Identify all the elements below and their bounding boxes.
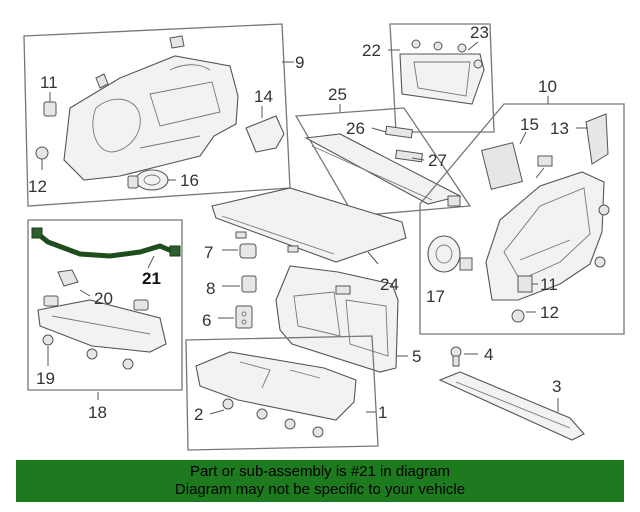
callout-20: 20 [94,289,113,308]
callout-5: 5 [412,347,421,366]
callout-26: 26 [346,119,365,138]
callout-13: 13 [550,119,569,138]
group-9-quarter-trim [23,23,294,207]
info-banner: Part or sub-assembly is #21 in diagram D… [16,460,624,502]
callout-14: 14 [254,87,273,106]
group-1-cushion [185,335,379,451]
callout-10: 10 [538,77,557,96]
callout-19: 19 [36,369,55,388]
callout-12-left: 12 [28,177,47,196]
callout-24: 24 [380,275,399,294]
callout-4: 4 [484,345,493,364]
callout-7: 7 [204,243,213,262]
part-3-crossmember [438,346,585,441]
callout-18: 18 [88,403,107,422]
callout-3: 3 [552,377,561,396]
callout-8: 8 [206,279,215,298]
callout-27: 27 [428,151,447,170]
group-25-cover [294,104,472,217]
callout-6: 6 [202,311,211,330]
callout-25: 25 [328,85,347,104]
callout-21: 21 [142,269,161,288]
callout-12-right: 12 [540,303,559,322]
group-18-box [27,219,183,400]
part-21-connector-right [169,245,181,257]
group-22-23-trim [388,23,495,133]
parts-diagram: 9 11 12 14 16 22 23 25 26 27 10 15 13 11… [23,23,625,451]
banner-line-2: Diagram may not be specific to your vehi… [174,481,466,498]
callout-16: 16 [180,171,199,190]
callout-23: 23 [470,23,489,42]
parts-6-7-8 [218,243,257,329]
callout-22: 22 [362,41,381,60]
callout-11-left: 11 [40,73,58,92]
callout-17: 17 [426,287,445,306]
part-24-shelf [211,187,407,265]
banner-line-1: Part or sub-assembly is #21 in diagram [189,463,451,480]
part-5-seatback [275,265,408,373]
callout-9: 9 [295,53,304,72]
callout-2: 2 [194,405,203,424]
group-10-quarter-trim [419,96,625,335]
callout-11-right: 11 [540,275,558,294]
part-21-connector-left [31,227,43,239]
callout-15: 15 [520,115,539,134]
callout-1: 1 [378,403,387,422]
part-21-cable [35,231,177,259]
